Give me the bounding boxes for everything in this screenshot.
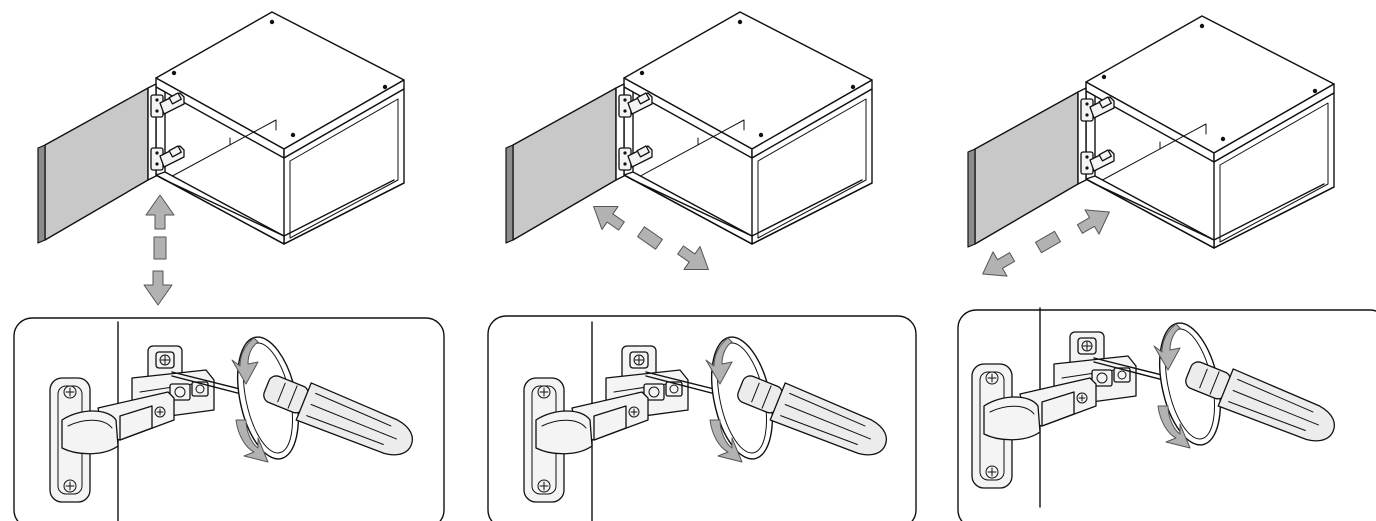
- step-2-cabinet: [505, 11, 873, 245]
- step-1-closeup-frame: [13, 317, 445, 521]
- step-3-hinge-screwdriver: [971, 307, 1342, 508]
- step-3-cabinet: [967, 15, 1335, 249]
- step-3-closeup-frame: [957, 309, 1376, 521]
- step-2-hinge-screwdriver: [523, 321, 894, 521]
- step-1-cabinet: [37, 11, 405, 245]
- step-1-hinge-screwdriver: [49, 321, 420, 521]
- step-2-closeup-frame: [487, 315, 917, 521]
- double-arrow-vertical-icon: [143, 194, 175, 306]
